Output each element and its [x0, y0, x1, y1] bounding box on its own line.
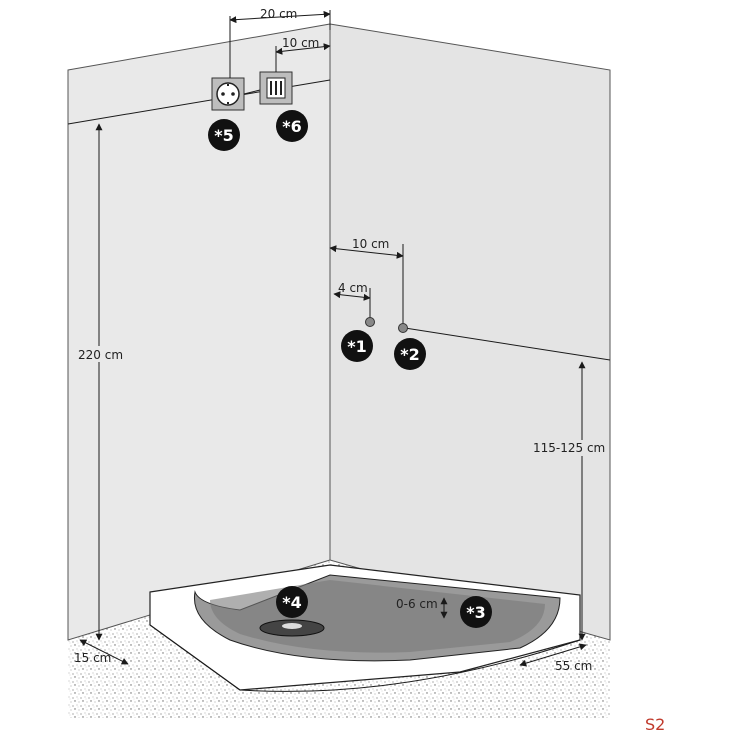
- svg-text:*2: *2: [400, 345, 420, 364]
- svg-text:*3: *3: [466, 603, 486, 622]
- connection-line: [404, 327, 611, 361]
- marker-1: *1: [341, 330, 373, 362]
- marker-2: *2: [394, 338, 426, 370]
- socket-box: [211, 77, 245, 111]
- outlet1-offset-label: 4 cm: [338, 281, 368, 295]
- drain-depth-label: 0-6 cm: [396, 597, 438, 611]
- svg-text:*4: *4: [282, 593, 302, 612]
- switch-offset-label: 10 cm: [282, 36, 319, 50]
- outlet-1-point: [365, 317, 375, 327]
- socket-offset-label: 20 cm: [260, 7, 297, 21]
- svg-text:*1: *1: [347, 337, 367, 356]
- power-socket-icon: [216, 82, 240, 106]
- outlet-2-point: [398, 323, 408, 333]
- ceiling-height-label: 220 cm: [78, 348, 123, 362]
- svg-text:*6: *6: [282, 117, 302, 136]
- marker-4: *4: [276, 586, 308, 618]
- connection-height-label: 115-125 cm: [533, 441, 605, 455]
- tray-height-left-label: 15 cm: [74, 651, 111, 665]
- corner-label: S2: [645, 715, 665, 734]
- switch-box: [259, 71, 293, 105]
- right-wall: [329, 23, 611, 641]
- marker-6: *6: [276, 110, 308, 142]
- svg-text:*5: *5: [214, 126, 234, 145]
- marker-5: *5: [208, 119, 240, 151]
- outlet2-offset-label: 10 cm: [352, 237, 389, 251]
- tray-height-right-label: 55 cm: [555, 659, 592, 673]
- marker-3: *3: [460, 596, 492, 628]
